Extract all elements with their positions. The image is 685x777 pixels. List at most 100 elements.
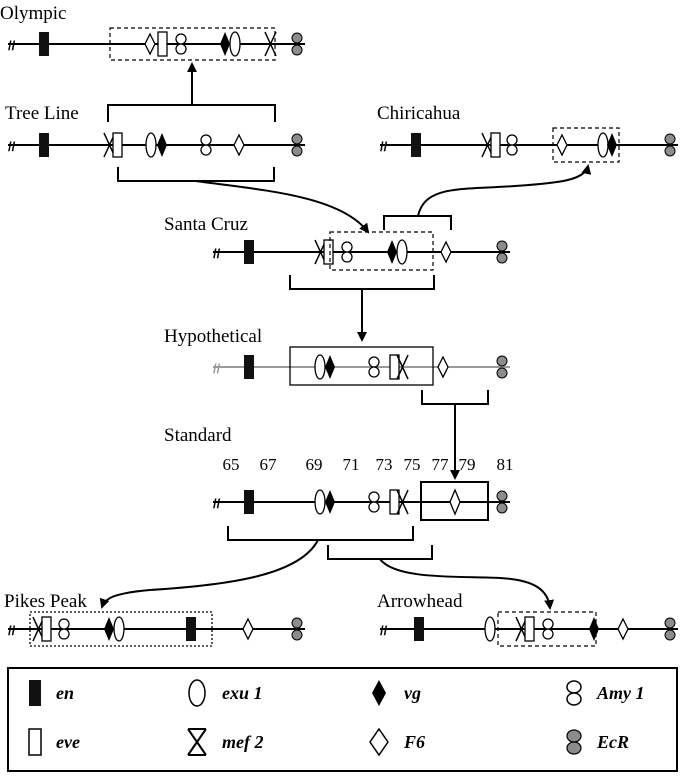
eve-gene-mark — [157, 31, 168, 57]
vg-gene-mark — [387, 240, 397, 264]
tree-line-label: Tree Line — [5, 103, 79, 124]
exu1-gene-mark — [113, 616, 125, 642]
santa-cruz-chromosome: Santa Cruz // — [164, 214, 510, 271]
exu1-icon — [188, 679, 206, 707]
ecr-gene-mark — [496, 355, 508, 379]
eve-gene-mark — [490, 132, 501, 158]
olympic-inverted-segment — [109, 27, 276, 61]
mef2-gene-mark — [396, 354, 409, 380]
mef2-icon — [187, 728, 207, 756]
legend-item-vg: vg — [372, 680, 421, 706]
svg-text://: // — [8, 38, 16, 53]
en-gene-mark — [244, 490, 254, 514]
svg-text://: // — [8, 139, 16, 154]
legend-item-amy1: Amy 1 — [566, 680, 645, 706]
legend-item-en: en — [29, 680, 74, 706]
map-position-tick: 75 — [404, 455, 421, 474]
map-position-tick: 73 — [376, 455, 393, 474]
mef2-gene-mark — [264, 31, 277, 57]
tree-line-upper-bracket — [107, 104, 276, 122]
vg-gene-mark — [325, 490, 335, 514]
amy1-gene-mark — [506, 134, 518, 156]
amy1-gene-mark — [341, 241, 353, 263]
eve-gene-mark — [524, 616, 535, 642]
ecr-gene-mark — [496, 240, 508, 264]
legend-item-exu1: exu 1 — [188, 679, 263, 707]
standard-pikes-peak-bracket — [227, 526, 414, 541]
map-position-scale: 65 67 69 71 73 75 77 79 81 — [223, 455, 514, 474]
en-gene-mark — [414, 617, 424, 641]
f6-icon — [369, 727, 389, 757]
f6-gene-mark — [449, 488, 461, 516]
santa-cruz-lower-bracket — [289, 275, 435, 290]
arrow-standard-to-arrowhead — [379, 558, 555, 610]
exu1-gene-mark — [314, 354, 326, 380]
map-position-tick: 81 — [497, 455, 514, 474]
eve-gene-mark — [389, 489, 400, 515]
legend-label-mef2: mef 2 — [222, 732, 263, 752]
vg-gene-mark — [220, 32, 230, 56]
en-gene-mark — [411, 133, 421, 157]
legend-label-ecr: EcR — [596, 732, 629, 752]
map-position-tick: 71 — [343, 455, 360, 474]
exu1-gene-mark — [597, 132, 609, 158]
map-position-tick: 67 — [260, 455, 278, 474]
en-gene-mark — [186, 617, 196, 641]
vg-gene-mark — [157, 133, 167, 157]
hypothetical-segment-box — [289, 346, 434, 386]
mef2-gene-mark — [396, 489, 409, 515]
f6-gene-mark — [144, 32, 156, 56]
eve-gene-mark — [389, 354, 400, 380]
ecr-gene-mark — [291, 32, 303, 56]
en-gene-mark — [244, 240, 254, 264]
santa-cruz-label: Santa Cruz — [164, 214, 248, 235]
olympic-label: Olympic — [0, 3, 67, 24]
exu1-gene-mark — [229, 31, 241, 57]
legend-item-f6: F6 — [369, 727, 425, 757]
svg-text://: // — [213, 361, 221, 376]
ecr-gene-mark — [496, 490, 508, 514]
arrow-santa-cruz-to-chiricahua — [417, 164, 592, 217]
vg-icon — [372, 680, 386, 706]
santa-cruz-inverted-segment — [329, 231, 434, 271]
ecr-gene-mark — [664, 133, 676, 157]
legend-label-vg: vg — [404, 683, 421, 703]
hypothetical-bracket — [421, 390, 489, 405]
f6-gene-mark — [617, 617, 629, 641]
vg-gene-mark — [607, 133, 617, 157]
f6-gene-mark — [556, 133, 568, 157]
eve-gene-mark — [112, 132, 123, 158]
en-icon — [29, 680, 41, 706]
legend-box — [7, 667, 678, 772]
svg-text://: // — [380, 139, 388, 154]
legend: en exu 1 vg Amy 1 eve mef 2 F6 — [7, 667, 678, 772]
legend-label-en: en — [56, 683, 74, 703]
amy1-gene-mark — [58, 618, 70, 640]
vg-gene-mark — [104, 617, 114, 641]
amy1-gene-mark — [175, 33, 187, 55]
standard-segment-box — [420, 481, 489, 521]
exu1-gene-mark — [145, 132, 157, 158]
exu1-gene-mark — [396, 239, 408, 265]
arrowhead-label: Arrowhead — [377, 591, 463, 612]
tree-line-chromosome: Tree Line // — [5, 103, 305, 158]
f6-gene-mark — [233, 133, 245, 157]
standard-chromosome: Standard 65 67 69 71 73 75 77 79 81 // — [164, 425, 514, 521]
hypothetical-chromosome: Hypothetical // — [164, 326, 510, 386]
arrow-tree-line-to-santa-cruz — [195, 180, 370, 234]
chiricahua-chromosome: Chiricahua // — [377, 103, 678, 163]
en-gene-mark — [39, 133, 49, 157]
ecr-gene-mark — [291, 133, 303, 157]
exu1-gene-mark — [484, 616, 496, 642]
svg-text://: // — [213, 496, 221, 511]
amy1-gene-mark — [542, 618, 554, 640]
f6-gene-mark — [437, 355, 449, 379]
hypothetical-label: Hypothetical — [164, 326, 262, 347]
standard-arrowhead-bracket — [327, 545, 433, 560]
legend-item-ecr: EcR — [566, 729, 629, 755]
ecr-gene-mark — [291, 617, 303, 641]
eve-gene-mark — [323, 239, 334, 265]
legend-label-amy1: Amy 1 — [596, 683, 645, 703]
exu1-gene-mark — [314, 489, 326, 515]
